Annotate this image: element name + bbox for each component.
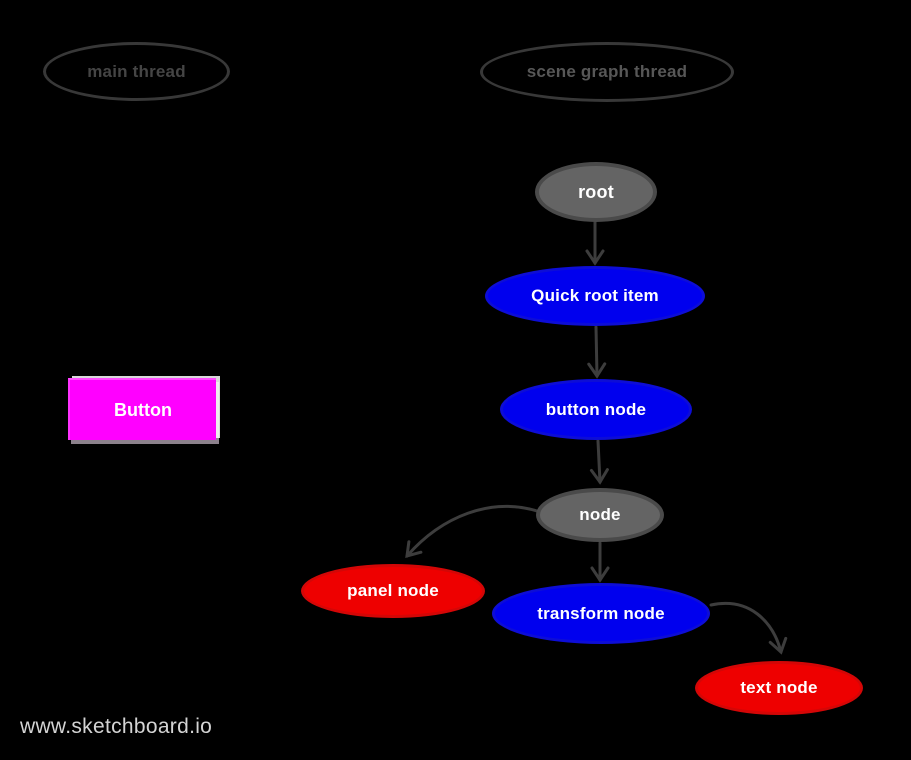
- node-panel-node[interactable]: panel node: [301, 564, 485, 618]
- scene-graph-thread-label: scene graph thread: [526, 62, 688, 81]
- button-shape[interactable]: Button: [68, 378, 216, 440]
- node-panel-node-label: panel node: [347, 581, 439, 600]
- sketchboard-watermark: www.sketchboard.io: [20, 715, 213, 738]
- node-root[interactable]: root: [535, 162, 657, 222]
- main-thread-ellipse[interactable]: main thread: [43, 42, 230, 101]
- edge-transform-node-to-text-node[interactable]: [709, 602, 788, 655]
- edge-button-node-to-node[interactable]: [589, 439, 609, 485]
- edge-quick-root-item-to-button-node[interactable]: [587, 325, 607, 379]
- button-shape-label: Button: [114, 399, 172, 420]
- node-quick-root-item-label: Quick root item: [531, 286, 659, 305]
- node-text-node[interactable]: text node: [695, 661, 863, 715]
- main-thread-label: main thread: [87, 61, 186, 81]
- edge-node-to-panel-node[interactable]: [405, 504, 539, 559]
- node-transform-node[interactable]: transform node: [492, 583, 710, 644]
- node-quick-root-item[interactable]: Quick root item: [485, 266, 705, 326]
- node-transform-node-label: transform node: [537, 603, 665, 623]
- node-text-node-label: text node: [740, 678, 818, 697]
- node-button-node-label: button node: [545, 399, 647, 419]
- node-node-label: node: [579, 505, 621, 524]
- node-button-node[interactable]: button node: [500, 379, 692, 440]
- node-root-label: root: [578, 181, 614, 202]
- node-node[interactable]: node: [536, 488, 664, 542]
- scene-graph-thread-ellipse[interactable]: scene graph thread: [480, 42, 734, 102]
